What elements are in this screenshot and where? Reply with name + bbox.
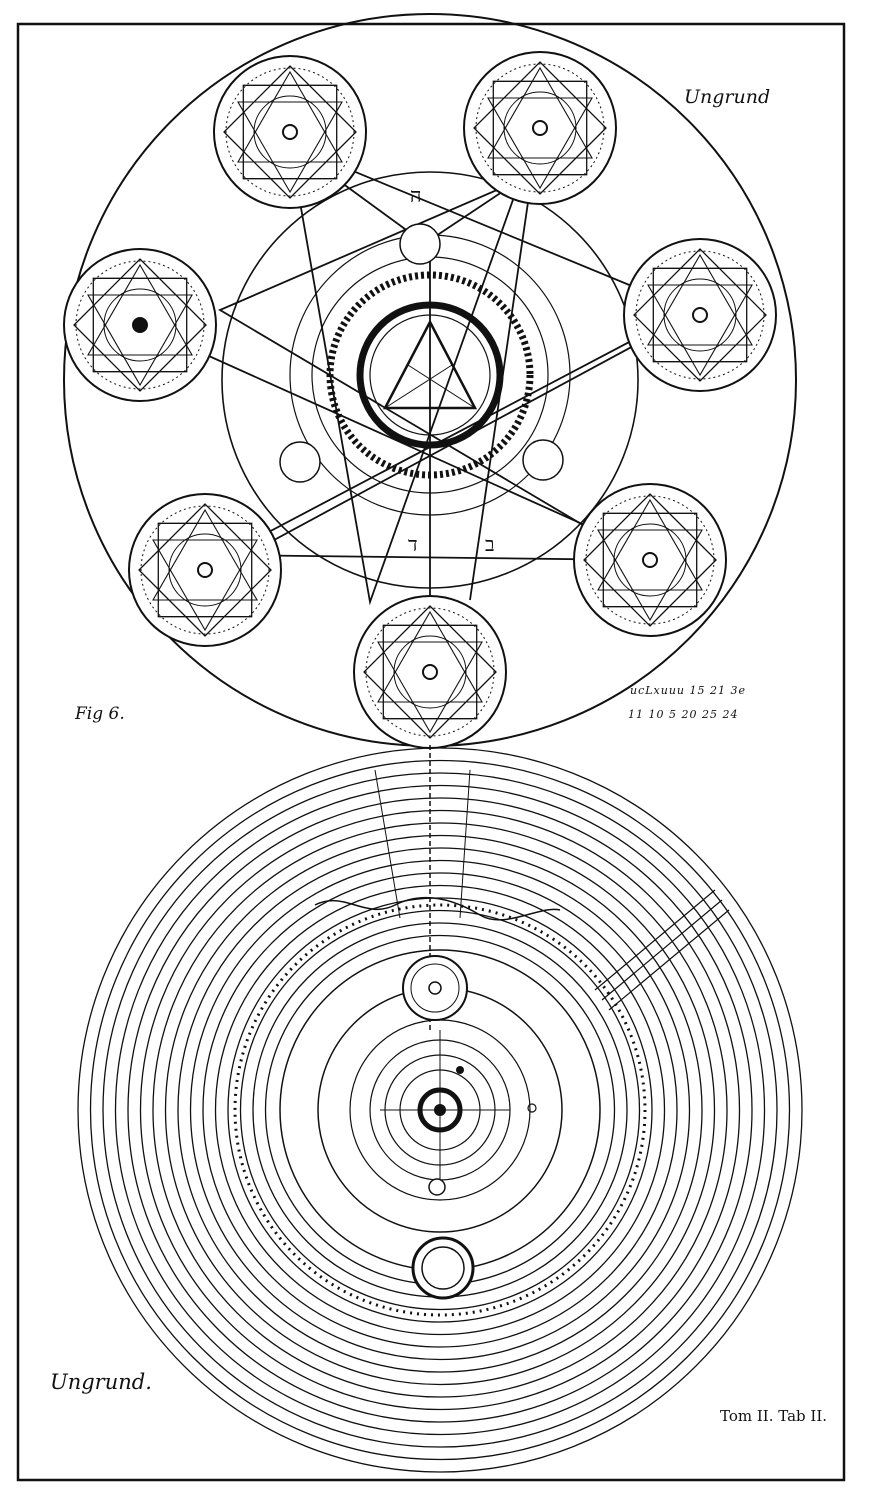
orbit-body-top [402,955,468,1021]
sphere-ring [164,834,716,1386]
star-medallion [623,238,777,392]
sphere-ring [127,797,753,1423]
sphere-ring [139,809,741,1411]
number-series-2: 11 10 5 20 25 24 [628,708,739,721]
sphere-ring [177,847,703,1373]
orbit-body-small [428,1178,446,1196]
star-medallion [353,595,507,749]
star-medallion [463,51,617,205]
sphere-ring [239,909,641,1311]
sphere-ring [227,897,653,1323]
figure-number: Fig 6. [75,704,125,724]
orbit-body-small-2 [456,1066,464,1074]
node-right [522,439,564,481]
star-medallion [63,248,217,402]
upper-figure [63,13,797,749]
right-inscription-band [594,889,730,1011]
heptagram-lines [139,119,701,675]
orbit-body-small-3 [527,1103,537,1113]
node-left [279,441,321,483]
wavy-horizon [314,896,561,921]
lower-figure [77,747,803,1473]
sphere-ring [89,759,791,1461]
inscription-ray [374,769,471,919]
inner-dotted-ring [233,903,647,1317]
number-series-1: ucLxuuu 15 21 3e [630,684,746,697]
star-medallion [213,55,367,209]
star-medallion [573,483,727,637]
sphere-ring [189,859,691,1361]
glyph-top: ה [410,183,422,207]
sphere-ring [202,872,678,1348]
node-top [399,223,441,265]
plate-reference: Tom II. Tab II. [720,1407,828,1425]
plate-border [16,22,846,1482]
sphere-ring [214,884,666,1336]
glyph-lower-left: ד [408,532,418,556]
sphere-ring [152,822,728,1398]
title-ungrund-bottom: Ungrund. [50,1370,152,1394]
title-ungrund-top: Ungrund [684,86,771,108]
sphere-ring [77,747,803,1473]
sphere-ring [114,784,766,1436]
star-medallions [63,51,777,749]
star-medallion [128,493,282,647]
glyph-lower-right: ב [485,532,495,556]
sphere-ring [102,772,778,1448]
